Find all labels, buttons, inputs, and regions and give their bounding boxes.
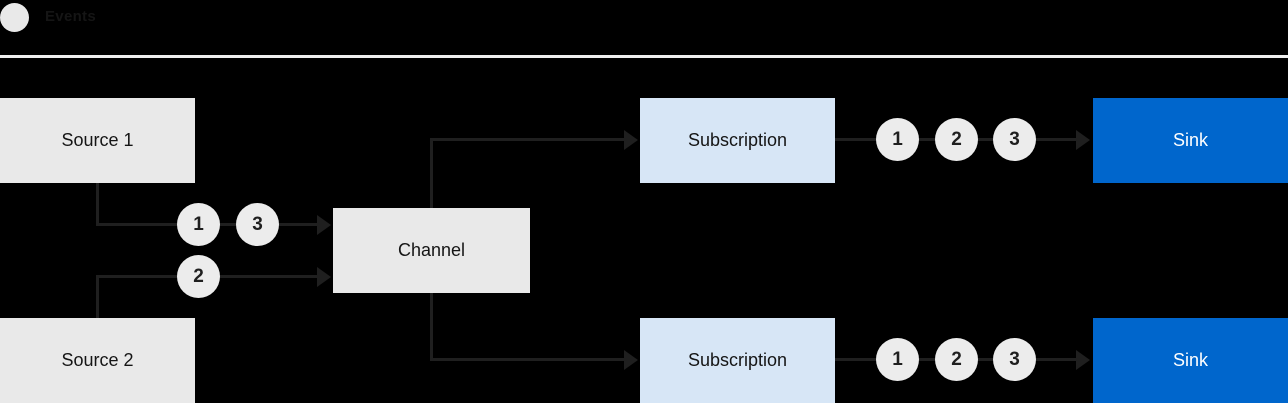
arrow-head-icon (1076, 350, 1090, 370)
arrow-head-icon (317, 215, 331, 235)
node-channel: Channel (333, 208, 530, 293)
legend-divider (0, 55, 1288, 58)
arrow-head-icon (624, 350, 638, 370)
node-label: Sink (1172, 130, 1208, 150)
event-circle-1: 1 (876, 338, 919, 381)
arrow-head-icon (1076, 130, 1090, 150)
node-label: Subscription (687, 130, 788, 150)
event-circle-1: 1 (876, 118, 919, 161)
node-sink-top: Sink (1093, 98, 1288, 183)
arrow-head-icon (624, 130, 638, 150)
connector-channel-to-subscription-bottom (430, 358, 624, 361)
node-label: Source 2 (61, 350, 134, 370)
node-subscription-bottom: Subscription (640, 318, 835, 403)
event-circle-3: 3 (236, 203, 279, 246)
event-circle-1: 1 (177, 203, 220, 246)
connector-source2-up (96, 277, 99, 318)
node-label: Source 1 (61, 130, 134, 150)
connector-channel-down (430, 293, 433, 361)
event-circle-3: 3 (993, 338, 1036, 381)
event-circle-2: 2 (935, 118, 978, 161)
node-subscription-top: Subscription (640, 98, 835, 183)
event-circle-3: 3 (993, 118, 1036, 161)
node-source-2: Source 2 (0, 318, 195, 403)
connector-channel-to-subscription-top (430, 138, 624, 141)
node-label: Subscription (687, 350, 788, 370)
event-circle-2: 2 (935, 338, 978, 381)
arrow-head-icon (317, 267, 331, 287)
node-label: Sink (1172, 350, 1208, 370)
node-sink-bottom: Sink (1093, 318, 1288, 403)
connector-channel-up (430, 139, 433, 208)
node-label: Channel (397, 240, 466, 260)
event-circle-icon (0, 3, 29, 32)
event-circle-2: 2 (177, 255, 220, 298)
node-source-1: Source 1 (0, 98, 195, 183)
legend-label: Events (45, 8, 96, 25)
connector-source1-down (96, 183, 99, 226)
